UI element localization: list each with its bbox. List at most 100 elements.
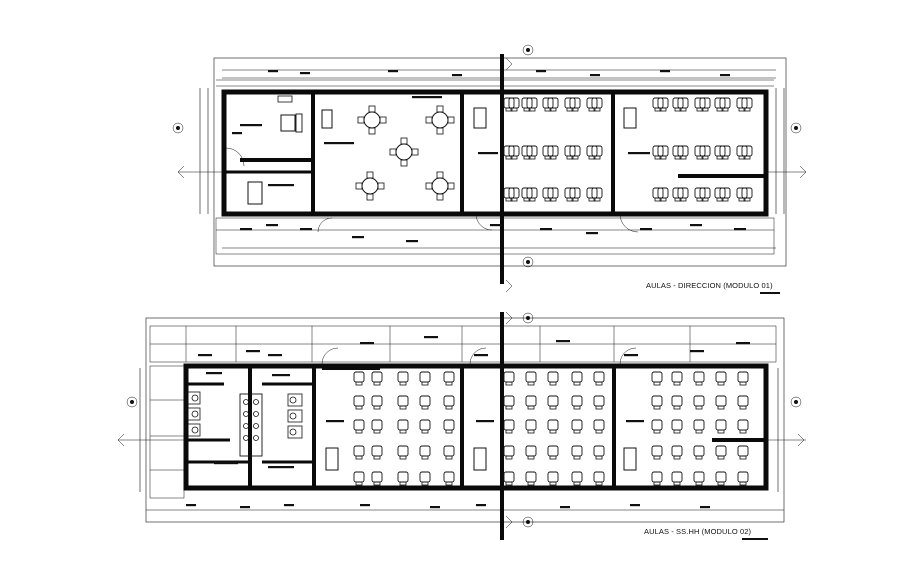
toilet-stall xyxy=(185,391,201,405)
desk-chair xyxy=(591,187,603,202)
text-label-mark xyxy=(412,96,442,99)
desk-chair xyxy=(693,471,705,486)
desk-chair xyxy=(547,395,559,410)
round-table xyxy=(389,137,419,167)
desk-chair xyxy=(564,145,576,160)
module-01-furniture xyxy=(232,70,753,243)
desk-chair xyxy=(569,187,581,202)
toilet xyxy=(191,410,199,418)
teacher-desk xyxy=(473,447,487,471)
text-label-mark xyxy=(324,142,354,145)
desk-chair xyxy=(593,445,605,460)
desk-chair xyxy=(569,97,581,112)
desk-chair xyxy=(699,145,711,160)
desk-chair xyxy=(503,97,515,112)
desk-chair xyxy=(508,187,520,202)
teacher-desk xyxy=(623,107,637,129)
desk-chair xyxy=(547,445,559,460)
desk-chair xyxy=(671,445,683,460)
round-table xyxy=(425,105,455,135)
desk-chair xyxy=(419,419,431,434)
desk-chair xyxy=(586,145,598,160)
desk-chair xyxy=(715,371,727,386)
desk-chair xyxy=(693,419,705,434)
desk-chair xyxy=(443,395,455,410)
desk-chair xyxy=(569,145,581,160)
desk-chair xyxy=(371,445,383,460)
desk-chair xyxy=(657,97,669,112)
toilet-stall xyxy=(287,393,303,407)
text-label-mark xyxy=(586,232,598,235)
desk-chair xyxy=(719,145,731,160)
desk-chair xyxy=(371,371,383,386)
text-label-mark xyxy=(388,70,398,73)
desk-chair xyxy=(586,187,598,202)
desk-chair xyxy=(547,145,559,160)
desk-chair xyxy=(419,371,431,386)
teacher-desk xyxy=(325,447,339,471)
module-01-corridor xyxy=(215,79,775,255)
teacher-desk xyxy=(247,181,263,205)
desk-chair xyxy=(371,419,383,434)
desk-chair xyxy=(521,145,533,160)
desk-chair xyxy=(741,187,753,202)
desk-chair xyxy=(571,445,583,460)
desk-chair xyxy=(714,145,726,160)
desk-chair xyxy=(671,371,683,386)
desk-chair xyxy=(651,371,663,386)
sink xyxy=(253,399,259,405)
desk-chair xyxy=(719,97,731,112)
desk-chair xyxy=(503,145,515,160)
text-label-mark xyxy=(424,336,438,339)
desk-chair xyxy=(593,395,605,410)
desk-chair xyxy=(593,419,605,434)
sink xyxy=(253,411,259,417)
desk-chair xyxy=(652,97,664,112)
desk-chair xyxy=(371,471,383,486)
text-label-mark xyxy=(624,354,638,357)
desk-chair xyxy=(657,187,669,202)
desk-chair xyxy=(564,97,576,112)
desk-chair xyxy=(737,371,749,386)
teacher-desk xyxy=(473,107,487,129)
text-label-mark xyxy=(476,504,486,507)
desk-chair xyxy=(397,371,409,386)
text-label-mark xyxy=(240,228,252,231)
desk-chair xyxy=(503,395,515,410)
teacher-desk xyxy=(623,447,637,471)
desk-chair xyxy=(715,395,727,410)
desk-chair xyxy=(547,471,559,486)
desk-chair xyxy=(542,187,554,202)
text-label-mark xyxy=(474,354,488,357)
text-label-mark xyxy=(246,350,260,353)
desk-chair xyxy=(736,187,748,202)
toilet xyxy=(191,394,199,402)
text-label-mark xyxy=(206,372,222,375)
desk-chair xyxy=(737,445,749,460)
sink xyxy=(243,435,249,441)
desk-chair xyxy=(677,187,689,202)
round-table xyxy=(357,105,387,135)
desk-chair xyxy=(651,395,663,410)
desk-chair xyxy=(672,187,684,202)
desk-chair xyxy=(443,471,455,486)
module-02-dimensions xyxy=(139,317,785,523)
text-label-mark xyxy=(540,228,552,231)
text-label-mark xyxy=(186,504,196,507)
desk-chair xyxy=(715,419,727,434)
text-label-mark xyxy=(626,420,644,423)
text-label-mark xyxy=(690,350,704,353)
module-01-doors xyxy=(225,147,639,233)
module-02-caption: AULAS - SS.HH (MODULO 02) xyxy=(644,527,752,536)
text-label-mark xyxy=(478,152,498,155)
text-label-mark xyxy=(268,70,278,73)
desk-chair xyxy=(736,145,748,160)
teacher-desk xyxy=(280,114,296,132)
module-02-plan xyxy=(117,311,806,540)
text-label-mark xyxy=(268,184,294,187)
desk-chair xyxy=(397,419,409,434)
text-label-mark xyxy=(700,506,710,509)
text-label-mark xyxy=(214,462,238,465)
desk-chair xyxy=(503,471,515,486)
